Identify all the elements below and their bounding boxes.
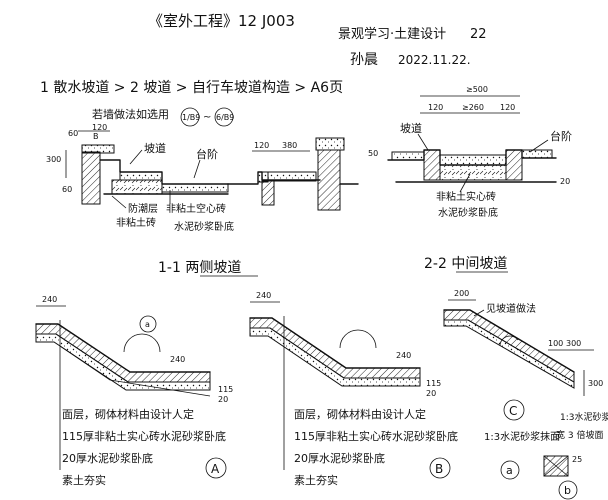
dim-240-a2: 240 xyxy=(170,355,185,364)
dim-200-c: 200 xyxy=(454,289,469,298)
top-left-section: 60 B 120 300 60 坡道 台阶 防潮层 非粘土砖 非粘土空心砖 水泥… xyxy=(46,123,234,233)
label-feinianzhuan: 非粘土砖 xyxy=(116,216,156,229)
tag-b-small: b xyxy=(564,484,571,497)
dim-300-vert: 300 xyxy=(588,379,603,388)
dim-B: B xyxy=(93,132,99,141)
detail-c: 200 见坡道做法 100 300 300 C 1:3水泥砂浆抹面 1:3水泥砂… xyxy=(443,289,608,500)
label-podao-right: 坡道 xyxy=(400,121,422,135)
top-middle-section: 120 380 xyxy=(227,137,359,211)
layer-a-1: 面层，砌体材料由设计人定 xyxy=(62,407,194,421)
tag-b: B xyxy=(435,462,443,476)
reference-label-2: 6/B9 xyxy=(216,113,234,122)
section-title-2-2: 2-2 中间坡道 xyxy=(424,256,507,272)
reference-symbol-1: 1/B9 xyxy=(180,107,200,127)
section-title-1-1: 1-1 两侧坡道 xyxy=(158,260,241,276)
layer-a-2: 115厚非粘土实心砖水泥砂浆卧底 xyxy=(62,429,226,443)
layer-a-4: 素土夯实 xyxy=(62,473,106,487)
label-shuini-left: 水泥砂浆卧底 xyxy=(174,220,234,233)
dim-120a: 120 xyxy=(428,103,443,112)
label-fangchao: 防潮层 xyxy=(128,202,158,215)
dim-260: ≥260 xyxy=(462,103,484,112)
layer-b-3: 20厚水泥砂浆卧底 xyxy=(294,451,385,465)
reference-label-1: 1/B9 xyxy=(182,113,200,122)
dim-300-left: 300 xyxy=(46,155,61,164)
book-title: 《室外工程》12 J003 xyxy=(148,12,295,30)
breadcrumb: 1 散水坡道 > 2 坡道 > 自行车坡道构造 > A6页 xyxy=(40,79,343,96)
dim-240-b1: 240 xyxy=(256,291,271,300)
detail-b: 240 240 115 20 面层，砌体材料由设计人定 115厚非粘土实心砖水泥… xyxy=(249,291,458,487)
detail-a: 240 a 240 115 20 面层，砌体材料由设计人定 115厚非粘土实心砖… xyxy=(35,295,233,487)
mortar-label: 1:3水泥砂浆抹面 xyxy=(484,430,560,443)
dim-25-c: 25 xyxy=(572,455,582,464)
tag-a: A xyxy=(211,462,220,476)
page-number: 22 xyxy=(470,27,487,42)
label-shuini-right: 水泥砂浆卧底 xyxy=(438,206,498,219)
tag-a-small: a xyxy=(506,464,513,477)
tag-c: C xyxy=(509,404,517,418)
extra-note: 宽 3 倍坡面 xyxy=(556,429,603,441)
label-podao: 坡道 xyxy=(144,141,166,155)
dim-total: ≥500 xyxy=(466,85,488,94)
layer-a-3: 20厚水泥砂浆卧底 xyxy=(62,451,153,465)
dim-20-right: 20 xyxy=(560,177,570,186)
dim-120-mid: 120 xyxy=(254,141,269,150)
reference-symbol-2: 6/B9 xyxy=(214,107,234,127)
dim-20-a: 20 xyxy=(218,395,228,404)
dim-115-b: 115 xyxy=(426,379,441,388)
dim-240-a1: 240 xyxy=(42,295,57,304)
layer-b-2: 115厚非粘土实心砖水泥砂浆卧底 xyxy=(294,429,458,443)
dim-60-top: 60 xyxy=(68,129,78,138)
sketch-date: 2022.11.22. xyxy=(398,53,471,67)
dim-50-right: 50 xyxy=(368,149,378,158)
label-taijie-right: 台阶 xyxy=(550,129,572,143)
course-title: 景观学习·土建设计 xyxy=(338,26,446,42)
dim-20-b: 20 xyxy=(426,389,436,398)
right-top-detail: ≥500 120 ≥260 120 50 20 坡道 台阶 非粘土实心砖 水泥砂… xyxy=(368,85,572,219)
wall-note: 若墙做法如选用 xyxy=(92,107,169,121)
mortar-label-2: 1:3水泥砂浆 xyxy=(560,411,608,423)
dim-240-b2: 240 xyxy=(396,351,411,360)
note-see-ramp: 见坡道做法 xyxy=(486,302,536,315)
dim-120b: 120 xyxy=(500,103,515,112)
dim-60-left: 60 xyxy=(62,185,72,194)
author-name: 孙晨 xyxy=(350,52,378,68)
marker-a: a xyxy=(145,320,150,329)
layer-b-1: 面层，砌体材料由设计人定 xyxy=(294,407,426,421)
dim-300-c: 300 xyxy=(566,339,581,348)
tilde-mark: ~ xyxy=(203,112,211,123)
layer-b-4: 素土夯实 xyxy=(294,473,338,487)
dim-115-a: 115 xyxy=(218,385,233,394)
dim-380-mid: 380 xyxy=(282,141,297,150)
label-kongxinzhuan: 非粘土空心砖 xyxy=(166,202,226,215)
label-taijie: 台阶 xyxy=(196,147,218,161)
label-feinian-solid: 非粘土实心砖 xyxy=(436,190,496,203)
dim-100-c: 100 xyxy=(548,339,563,348)
dim-120-left: 120 xyxy=(92,123,107,132)
